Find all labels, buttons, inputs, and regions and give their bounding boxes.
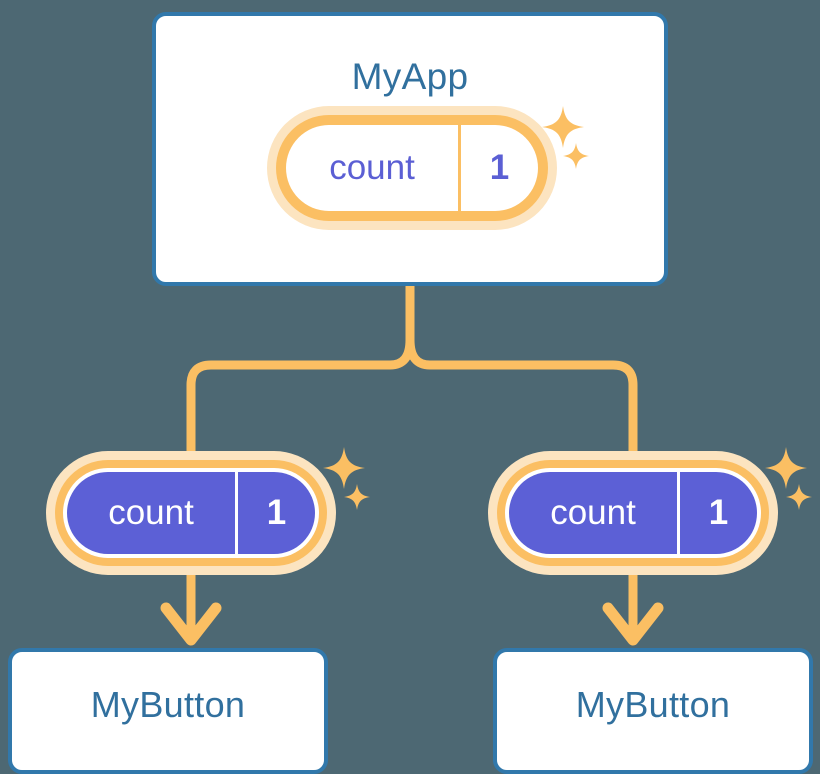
state-pill-mybutton-right[interactable]: count 1 xyxy=(488,451,778,575)
component-title: MyButton xyxy=(575,684,731,725)
state-pill-myapp[interactable]: count 1 xyxy=(267,106,557,230)
state-key: count xyxy=(108,493,194,532)
connector-branch-right xyxy=(405,339,638,455)
component-card-mybutton-left[interactable]: MyButton xyxy=(8,648,328,774)
state-key: count xyxy=(550,493,636,532)
state-key: count xyxy=(329,148,415,187)
connector-branch-left xyxy=(186,339,415,455)
pill-body: count 1 xyxy=(509,472,757,554)
page-title: MyApp xyxy=(351,56,469,97)
component-title: MyButton xyxy=(90,684,246,725)
arrow-down-icon-left xyxy=(160,566,222,646)
state-value: 1 xyxy=(677,472,757,554)
component-card-mybutton-right[interactable]: MyButton xyxy=(493,648,813,774)
sparkle-small-icon xyxy=(786,484,812,510)
pill-body: count 1 xyxy=(67,472,315,554)
pill-body: count 1 xyxy=(286,125,538,211)
arrow-down-icon-right xyxy=(602,566,664,646)
state-pill-mybutton-left[interactable]: count 1 xyxy=(46,451,336,575)
state-value: 1 xyxy=(235,472,315,554)
state-value: 1 xyxy=(458,125,538,211)
sparkle-small-icon xyxy=(344,484,370,510)
